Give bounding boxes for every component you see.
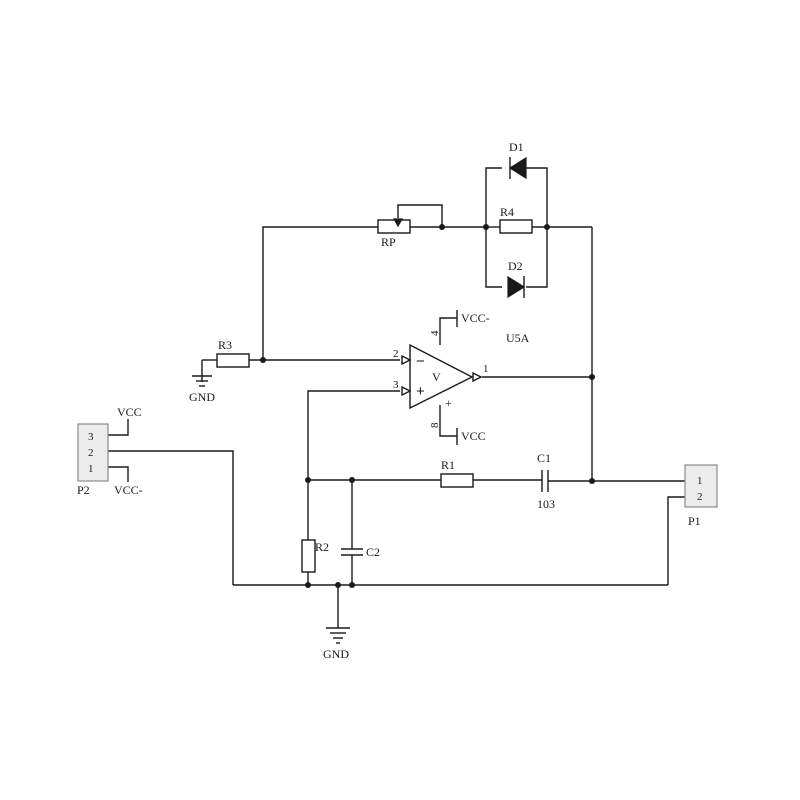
label-d1: D1 <box>509 140 524 154</box>
label-c1-value: 103 <box>537 497 555 511</box>
label-r2: R2 <box>315 540 329 554</box>
junction-dot <box>305 477 311 483</box>
resistor-r3: R3 <box>216 338 250 368</box>
pin-number: 8 <box>429 422 441 428</box>
wires <box>108 167 685 628</box>
opamp-u5a: − + V + 2 3 1 4 8 U5A <box>393 330 530 428</box>
label-c2: C2 <box>366 545 380 559</box>
opamp-supply-terminals: VCC- VCC <box>456 310 490 445</box>
diode-d2: D2 <box>507 259 526 299</box>
opamp-inverting-sign: − <box>416 353 425 370</box>
label-r4: R4 <box>500 205 514 219</box>
junction-dot <box>335 582 341 588</box>
net-vcc: VCC <box>461 429 486 443</box>
junction-dot <box>439 224 445 230</box>
junction-dot <box>349 477 355 483</box>
junction-dot <box>544 224 550 230</box>
label-p1: P1 <box>688 514 701 528</box>
label-u5a: U5A <box>506 331 530 345</box>
resistor-r2: R2 <box>301 539 329 573</box>
junction-dot <box>305 582 311 588</box>
pin-number: 1 <box>483 363 489 375</box>
p1-pin-2: 2 <box>697 491 703 503</box>
net-vcc-neg: VCC- <box>461 311 490 325</box>
resistor-r4: R4 <box>499 205 533 234</box>
label-p2: P2 <box>77 483 90 497</box>
p1-pin-1: 1 <box>697 475 703 487</box>
junction-dot <box>349 582 355 588</box>
p2-pin-2: 2 <box>88 447 94 459</box>
connector-p1: 1 2 P1 <box>684 464 718 528</box>
net-gnd-bottom: GND <box>323 647 349 661</box>
ground-symbol-bottom: GND <box>323 627 350 661</box>
potentiometer-rp: RP <box>377 218 411 249</box>
net-gnd-left: GND <box>189 390 215 404</box>
label-c1: C1 <box>537 451 551 465</box>
opamp-supply-sign: + <box>445 396 452 410</box>
junction-dot <box>589 478 595 484</box>
ground-symbol-left: GND <box>189 360 215 404</box>
opamp-center-label: V <box>432 370 441 384</box>
capacitor-c1: C1 103 <box>537 451 555 511</box>
resistor-r1: R1 <box>440 458 474 488</box>
label-rp: RP <box>381 235 396 249</box>
junction-dot <box>260 357 266 363</box>
p2-pin-1: 1 <box>88 463 94 475</box>
pin-number: 3 <box>393 379 399 391</box>
junction-dot <box>589 374 595 380</box>
pin-number: 4 <box>429 330 441 336</box>
connector-p2: 3 2 1 P2 VCC VCC- <box>77 405 143 497</box>
opamp-noninverting-sign: + <box>416 383 425 400</box>
junctions <box>260 224 595 588</box>
p2-pin-3: 3 <box>88 431 94 443</box>
net-vcc-neg-p2: VCC- <box>114 483 143 497</box>
junction-dot <box>483 224 489 230</box>
net-vcc-p2: VCC <box>117 405 142 419</box>
pin-number: 2 <box>393 348 399 360</box>
label-r3: R3 <box>218 338 232 352</box>
capacitor-c2: C2 <box>341 545 380 559</box>
diode-d1: D1 <box>508 140 527 180</box>
label-r1: R1 <box>441 458 455 472</box>
label-d2: D2 <box>508 259 523 273</box>
